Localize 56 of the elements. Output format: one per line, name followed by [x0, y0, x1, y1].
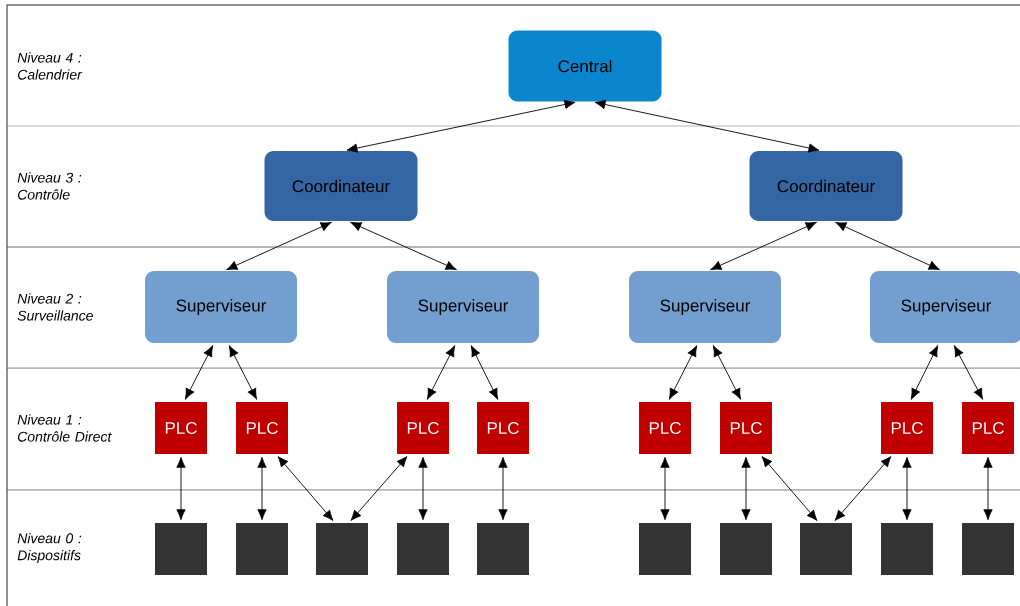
arrow — [983, 456, 993, 521]
arrow — [910, 345, 939, 400]
arrow — [350, 222, 457, 270]
arrow — [835, 222, 940, 270]
arrow — [226, 222, 332, 270]
device-box — [155, 523, 207, 575]
arrow — [176, 456, 186, 521]
arrow — [954, 345, 983, 400]
central-box: Central — [508, 30, 662, 102]
arrow — [257, 456, 267, 521]
device-box — [639, 523, 691, 575]
supervisor-box: Superviseur — [387, 271, 539, 343]
level-label: Niveau 4 : Calendrier — [17, 52, 83, 80]
arrow — [902, 456, 912, 521]
arrow — [669, 345, 697, 400]
plc-box: PLC — [639, 402, 691, 454]
plc-box: PLC — [962, 402, 1014, 454]
arrow — [427, 345, 455, 400]
arrow — [713, 345, 741, 400]
device-box — [881, 523, 933, 575]
plc-box: PLC — [236, 402, 288, 454]
plc-box: PLC — [881, 402, 933, 454]
coordinator-box: Coordinateur — [264, 151, 418, 221]
arrow — [710, 222, 817, 270]
device-box — [477, 523, 529, 575]
arrow — [277, 456, 334, 521]
coordinator-box: Coordinateur — [749, 151, 903, 221]
arrow — [660, 456, 670, 521]
arrow — [418, 456, 428, 521]
arrow — [229, 345, 257, 400]
level-label: Niveau 0 : Dispositifs — [17, 533, 82, 564]
supervisor-box: Superviseur — [629, 271, 781, 343]
arrow — [834, 456, 892, 521]
plc-box: PLC — [477, 402, 529, 454]
supervisor-box: Superviseur — [145, 271, 297, 343]
device-box — [800, 523, 852, 575]
supervisor-box: Superviseur — [870, 271, 1020, 343]
device-box — [397, 523, 449, 575]
arrow — [470, 345, 499, 400]
arrow — [346, 99, 576, 153]
arrow — [498, 456, 508, 521]
level-label: Niveau 1 : Contrôle Direct — [17, 414, 112, 442]
device-box — [962, 523, 1014, 575]
device-box — [236, 523, 288, 575]
level-label: Niveau 2 : Surveillance — [17, 293, 93, 321]
device-box — [316, 523, 368, 575]
plc-box: PLC — [720, 402, 772, 454]
arrow — [350, 456, 408, 521]
plc-box: PLC — [155, 402, 207, 454]
arrow — [594, 99, 820, 153]
device-box — [720, 523, 772, 575]
plc-box: PLC — [397, 402, 449, 454]
arrow — [185, 345, 213, 400]
level-label: Niveau 3 : Contrôle — [17, 172, 82, 200]
arrow — [741, 456, 751, 521]
arrow — [761, 456, 818, 521]
